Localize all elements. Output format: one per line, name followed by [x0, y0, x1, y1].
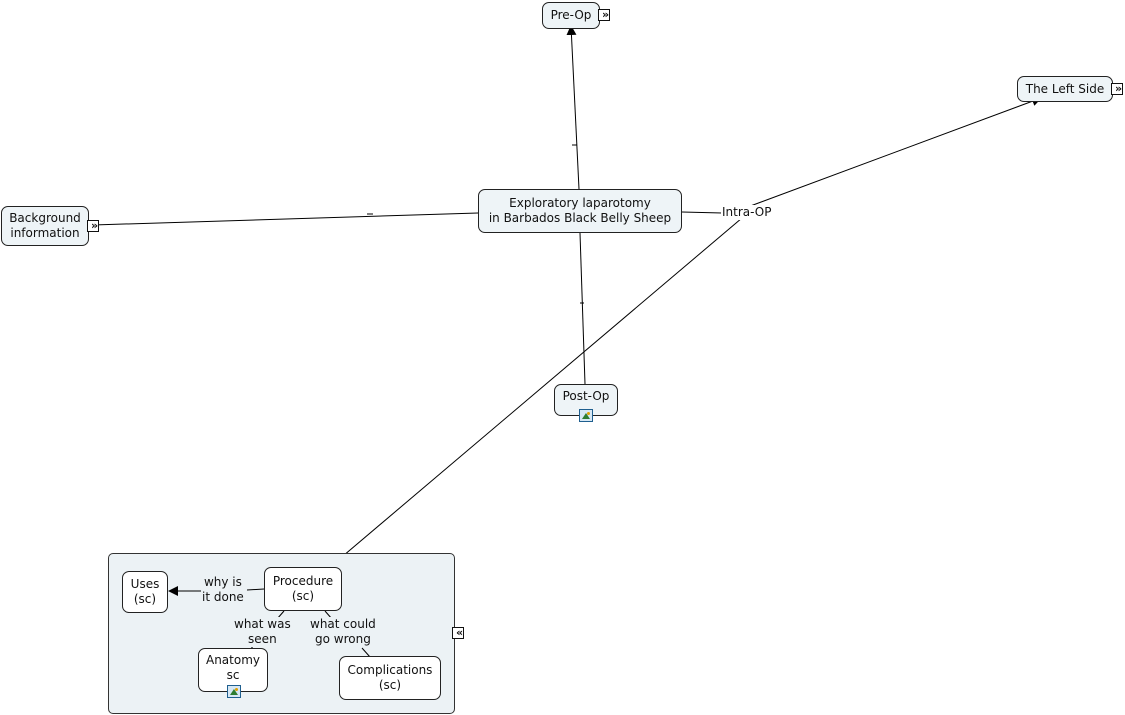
link-central-post-op [579, 232, 586, 385]
link-central-background [92, 212, 479, 226]
node-pre-op[interactable]: Pre-Op [542, 2, 600, 29]
link-label-why-done: why is it done [201, 575, 245, 605]
expand-pre-op-icon[interactable]: » [598, 9, 610, 21]
node-anatomy[interactable]: Anatomy sc [198, 648, 268, 698]
collapse-group-icon[interactable]: « [452, 627, 464, 639]
node-the-left-side-label: The Left Side [1025, 81, 1105, 96]
node-background-label: Background information [9, 211, 81, 240]
node-uses-label: Uses (sc) [130, 577, 160, 606]
node-anatomy-label: Anatomy sc [205, 653, 260, 682]
link-label-what-seen: what was seen [233, 617, 292, 647]
node-the-left-side[interactable]: The Left Side [1017, 76, 1113, 102]
node-procedure-label: Procedure (sc) [272, 574, 334, 603]
link-procedure-why [246, 588, 265, 591]
node-uses[interactable]: Uses (sc) [122, 571, 168, 613]
anatomy-image-icon[interactable] [227, 685, 241, 698]
node-post-op[interactable]: Post-Op [554, 384, 618, 422]
link-label-intra-op: Intra-OP [721, 205, 773, 220]
post-op-image-icon[interactable] [579, 409, 593, 422]
node-central-topic-label: Exploratory laparotomy in Barbados Black… [488, 196, 672, 225]
link-label-what-wrong: what could go wrong [309, 617, 377, 647]
link-central-intra-op [681, 211, 723, 214]
node-pre-op-label: Pre-Op [550, 8, 592, 22]
link-central-pre-op [566, 25, 580, 190]
link-wrong-complications [361, 647, 371, 658]
node-complications-label: Complications (sc) [347, 663, 433, 692]
node-post-op-label: Post-Op [562, 389, 610, 403]
link-intra-op-procedure [329, 217, 743, 568]
node-complications[interactable]: Complications (sc) [339, 656, 441, 700]
node-procedure[interactable]: Procedure (sc) [264, 567, 342, 611]
expand-background-icon[interactable]: » [87, 220, 99, 232]
link-intra-op-left-side [744, 96, 1042, 209]
node-central-topic[interactable]: Exploratory laparotomy in Barbados Black… [478, 189, 682, 233]
expand-left-side-icon[interactable]: » [1111, 83, 1123, 95]
node-background-information[interactable]: Background information [1, 206, 89, 246]
